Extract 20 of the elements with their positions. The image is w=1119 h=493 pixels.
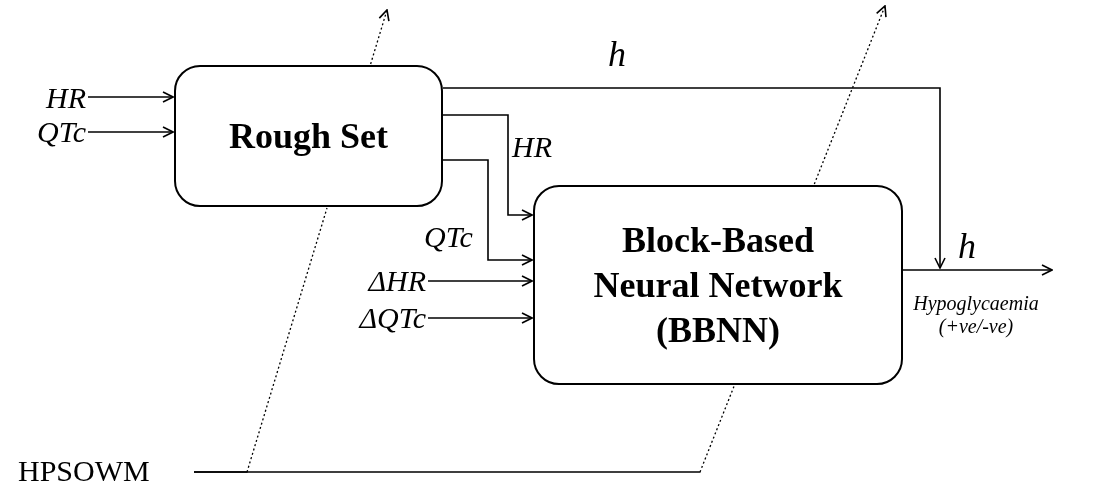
arrow — [87, 91, 174, 103]
arrow — [442, 114, 533, 221]
process-box: Block-Based Neural Network (BBNN) — [533, 185, 903, 385]
input-label: QTc — [10, 114, 86, 150]
arrow — [427, 312, 533, 324]
arrow — [87, 126, 174, 138]
edge-label: HR — [512, 132, 552, 162]
output-label: Hypoglycaemia (+ve/-ve) — [912, 292, 1040, 338]
edge-label: h — [958, 228, 976, 264]
arrow — [427, 275, 533, 287]
arrow — [442, 87, 946, 269]
input-label: ΔHR — [320, 263, 426, 299]
edge-label: h — [608, 36, 626, 72]
edge-label: QTc — [424, 222, 473, 252]
input-label: HR — [10, 80, 86, 116]
arrow — [902, 264, 1053, 276]
input-label: HPSOWM — [18, 452, 192, 490]
input-label: ΔQTc — [320, 300, 426, 336]
process-box: Rough Set — [174, 65, 443, 207]
arrow — [442, 159, 533, 266]
